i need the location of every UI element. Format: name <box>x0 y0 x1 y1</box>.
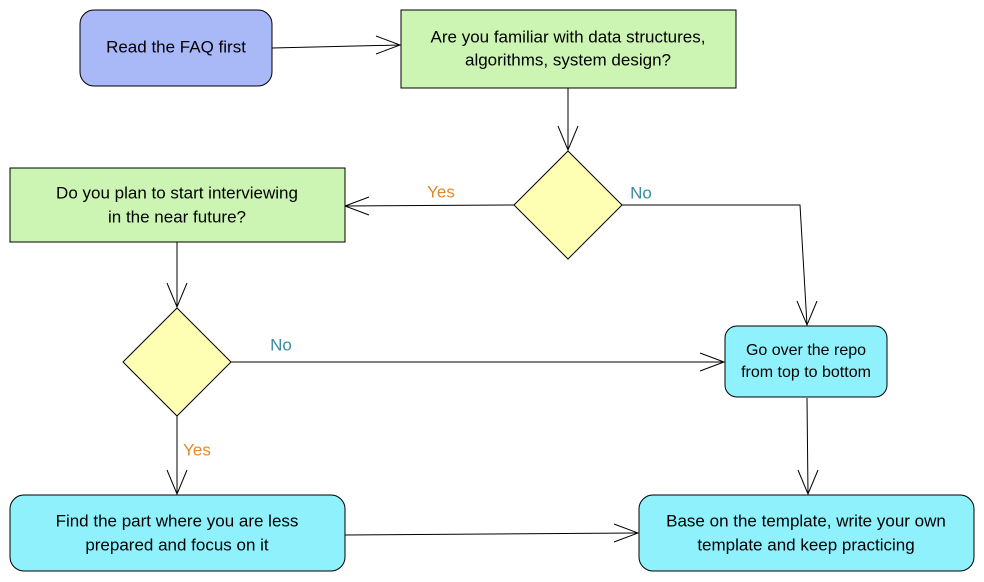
template-node <box>638 494 975 572</box>
decision1-yes-label: Yes <box>427 182 455 201</box>
decision2-diamond <box>122 307 232 417</box>
interviewing-node-label-line2: in the near future? <box>108 207 246 226</box>
repo-node <box>724 325 888 398</box>
decision1-diamond <box>513 150 623 260</box>
decision1-no-label: No <box>630 183 652 202</box>
edge-find-part-to-template <box>344 532 639 536</box>
arrowhead-repo-top <box>796 300 818 327</box>
arrowhead-template-left <box>613 523 640 543</box>
edge-repo-to-template <box>806 397 809 495</box>
familiar-node-label-line2: algorithms, system design? <box>465 50 671 69</box>
repo-node-label-line1: Go over the repo <box>746 342 866 359</box>
edge-decision1-no <box>622 204 808 326</box>
interviewing-node-label-line1: Do you plan to start interviewing <box>56 183 298 202</box>
familiar-node-label-line1: Are you familiar with data structures, <box>431 27 706 46</box>
arrowhead-familiar <box>375 35 402 55</box>
arrowhead-decision1 <box>557 125 579 152</box>
edge-decision1-yes <box>344 204 515 207</box>
template-node-label-line1: Base on the template, write your own <box>666 511 946 530</box>
familiar-node <box>400 9 737 89</box>
arrowhead-repo-left <box>699 352 726 372</box>
template-node-label-line2: template and keep practicing <box>697 535 914 554</box>
repo-node-label-line2: from top to bottom <box>741 364 871 381</box>
interviewing-node <box>9 167 346 243</box>
faq-node-label: Read the FAQ first <box>106 37 246 56</box>
find-part-node-label-line1: Find the part where you are less <box>56 511 299 530</box>
arrowhead-template-top <box>797 469 819 496</box>
faq-node <box>79 9 273 87</box>
arrowhead-find-part <box>166 469 188 496</box>
arrowhead-decision2 <box>166 282 188 309</box>
decision2-no-label: No <box>270 335 292 354</box>
find-part-node-label-line2: prepared and focus on it <box>85 535 269 554</box>
find-part-node <box>9 494 346 572</box>
decision2-yes-label: Yes <box>183 440 211 459</box>
edge-faq-to-familiar <box>271 44 401 49</box>
